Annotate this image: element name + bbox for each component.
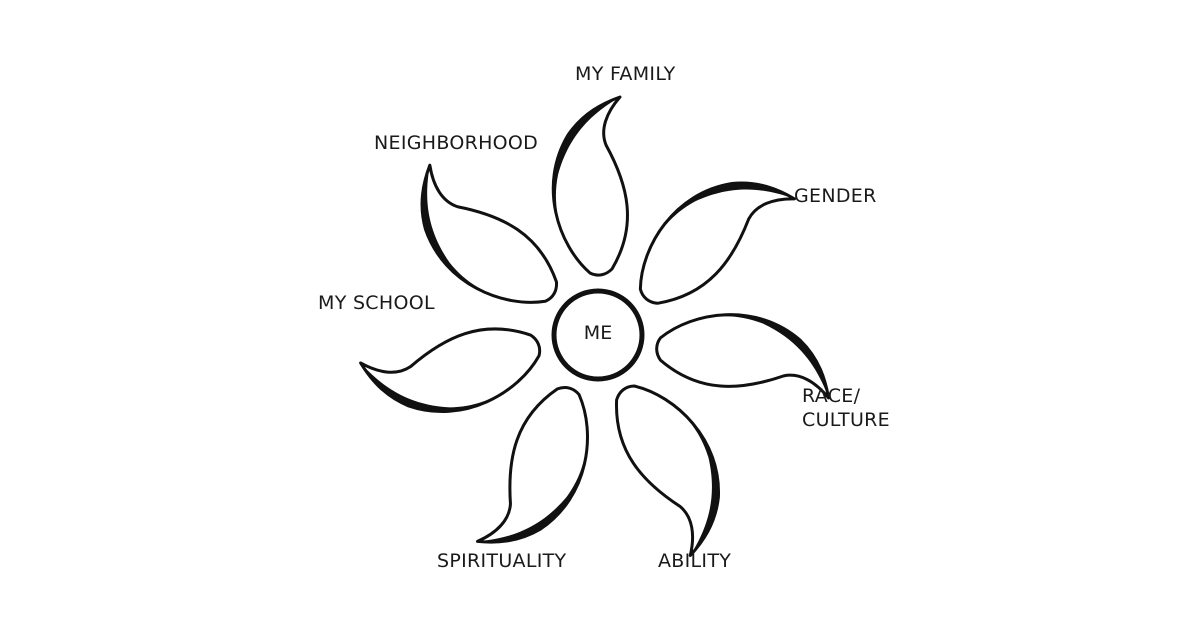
petal-gender: [613, 146, 801, 321]
label-my-school: MY SCHOOL: [318, 292, 435, 314]
center-circle: [551, 288, 645, 382]
petal-ability: [598, 365, 751, 561]
label-race: RACE/: [802, 385, 861, 407]
petal-my-school: [357, 317, 551, 430]
petal-spirituality: [469, 375, 615, 572]
petal-my-family: [551, 95, 629, 277]
center-label-me: ME: [583, 322, 613, 344]
label-my-family: MY FAMILY: [575, 63, 676, 85]
label-ability: ABILITY: [658, 550, 732, 572]
petal-group: [357, 95, 842, 572]
label-culture: CULTURE: [802, 409, 890, 431]
label-spirituality: SPIRITUALITY: [437, 550, 567, 572]
label-gender: GENDER: [794, 185, 877, 207]
label-neighborhood: NEIGHBORHOOD: [374, 132, 539, 154]
